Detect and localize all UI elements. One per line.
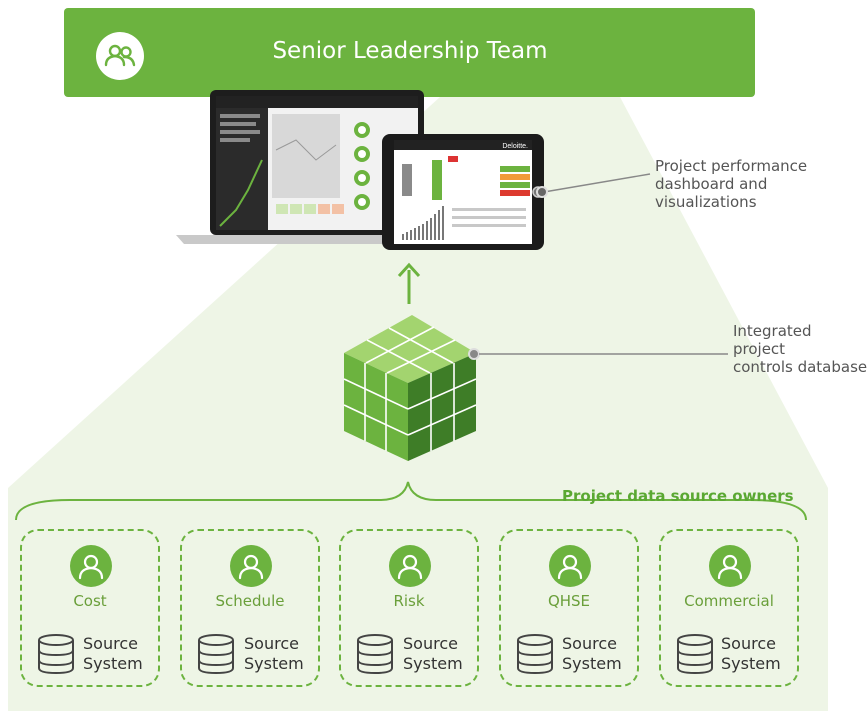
database-icon: [38, 634, 74, 674]
database-callout-line: [468, 348, 728, 360]
owner-card-qhse: [499, 529, 639, 687]
source-line: System: [403, 654, 463, 673]
user-icon: [549, 545, 591, 587]
source-line: System: [244, 654, 304, 673]
callout-line: dashboard and: [655, 175, 768, 193]
user-icon: [709, 545, 751, 587]
database-cube-icon: [343, 315, 477, 461]
database-icon: [357, 634, 393, 674]
source-line: System: [721, 654, 781, 673]
user-icon: [230, 545, 272, 587]
callout-line: controls database: [733, 358, 868, 376]
owner-label: Cost: [73, 592, 107, 610]
owners-brace: [15, 481, 807, 521]
dashboard-callout: Project performance dashboard and visual…: [655, 157, 807, 211]
callout-line: Integrated project: [733, 322, 812, 358]
user-icon: [389, 545, 431, 587]
owner-label: Risk: [393, 592, 425, 610]
source-line: Source: [403, 634, 458, 653]
source-line: System: [83, 654, 143, 673]
source-system-text: Source System: [403, 634, 463, 674]
source-line: Source: [244, 634, 299, 653]
database-callout: Integrated project controls database: [733, 322, 868, 376]
source-system-text: Source System: [244, 634, 304, 674]
database-icon: [198, 634, 234, 674]
source-line: Source: [83, 634, 138, 653]
user-icon: [70, 545, 112, 587]
database-icon: [517, 634, 553, 674]
source-system-text: Source System: [562, 634, 622, 674]
owner-label: Schedule: [215, 592, 285, 610]
owner-label: Commercial: [684, 592, 774, 610]
owners-label: Project data source owners: [562, 487, 794, 505]
laptop-dashboard-image: [176, 90, 446, 244]
callout-line: visualizations: [655, 193, 757, 211]
dashboard-callout-line: [536, 173, 651, 198]
owner-label: QHSE: [547, 592, 591, 610]
senior-leadership-banner: [64, 8, 755, 97]
owner-card-cost: [20, 529, 160, 687]
up-arrow-icon: [397, 262, 421, 304]
database-icon: [677, 634, 713, 674]
source-system-text: Source System: [721, 634, 781, 674]
source-line: System: [562, 654, 622, 673]
people-icon: [96, 32, 144, 80]
source-line: Source: [562, 634, 617, 653]
callout-line: Project performance: [655, 157, 808, 175]
owner-card-commercial: [659, 529, 799, 687]
tablet-dashboard-image: Deloitte.: [382, 134, 544, 250]
source-line: Source: [721, 634, 776, 653]
tablet-brand: Deloitte.: [502, 143, 528, 150]
owner-card-risk: [339, 529, 479, 687]
source-system-text: Source System: [83, 634, 143, 674]
banner-title: Senior Leadership Team: [272, 38, 548, 64]
owner-card-schedule: [180, 529, 320, 687]
